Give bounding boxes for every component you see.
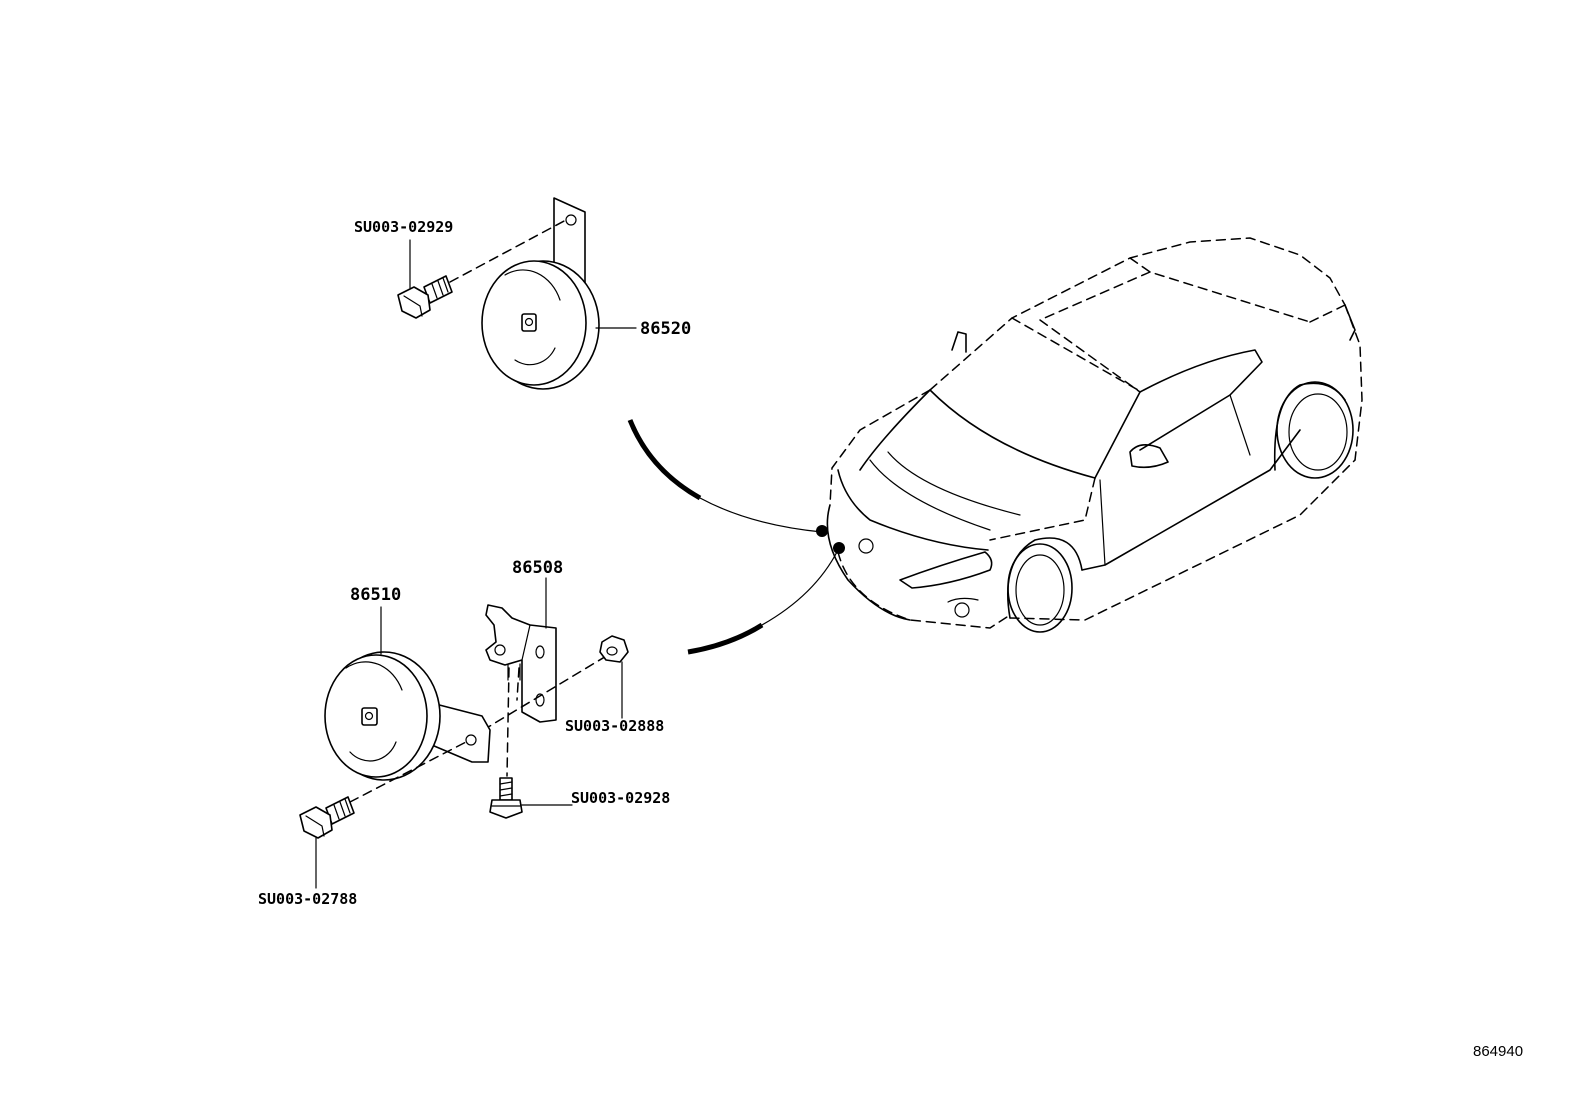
label-86520: 86520 bbox=[640, 319, 691, 339]
horn-location-dot-2 bbox=[833, 542, 845, 554]
locator-arc-lower bbox=[687, 622, 764, 655]
bolt-su003-02788-drawing bbox=[299, 796, 355, 839]
vehicle-outline bbox=[826, 237, 1363, 633]
bolt-su003-02928-drawing bbox=[489, 777, 523, 819]
locator-line-lower bbox=[761, 549, 839, 626]
label-86510: 86510 bbox=[350, 585, 401, 605]
label-su003-02929: SU003-02929 bbox=[354, 218, 453, 236]
nut-su003-02888-drawing bbox=[599, 635, 629, 663]
label-86508: 86508 bbox=[512, 558, 563, 578]
locator-line-upper bbox=[699, 497, 823, 533]
locator-arc-upper bbox=[627, 419, 702, 501]
label-su003-02888: SU003-02888 bbox=[565, 717, 664, 735]
label-su003-02788: SU003-02788 bbox=[258, 890, 357, 908]
label-su003-02928: SU003-02928 bbox=[571, 789, 670, 807]
horn-low-drawing bbox=[324, 651, 491, 781]
horn-location-dot-1 bbox=[816, 525, 828, 537]
bolt-su003-02929-drawing bbox=[397, 275, 453, 319]
horn-high-drawing bbox=[481, 197, 600, 390]
illustration-code: 864940 bbox=[1473, 1043, 1523, 1060]
bracket-86508-drawing bbox=[485, 604, 557, 723]
